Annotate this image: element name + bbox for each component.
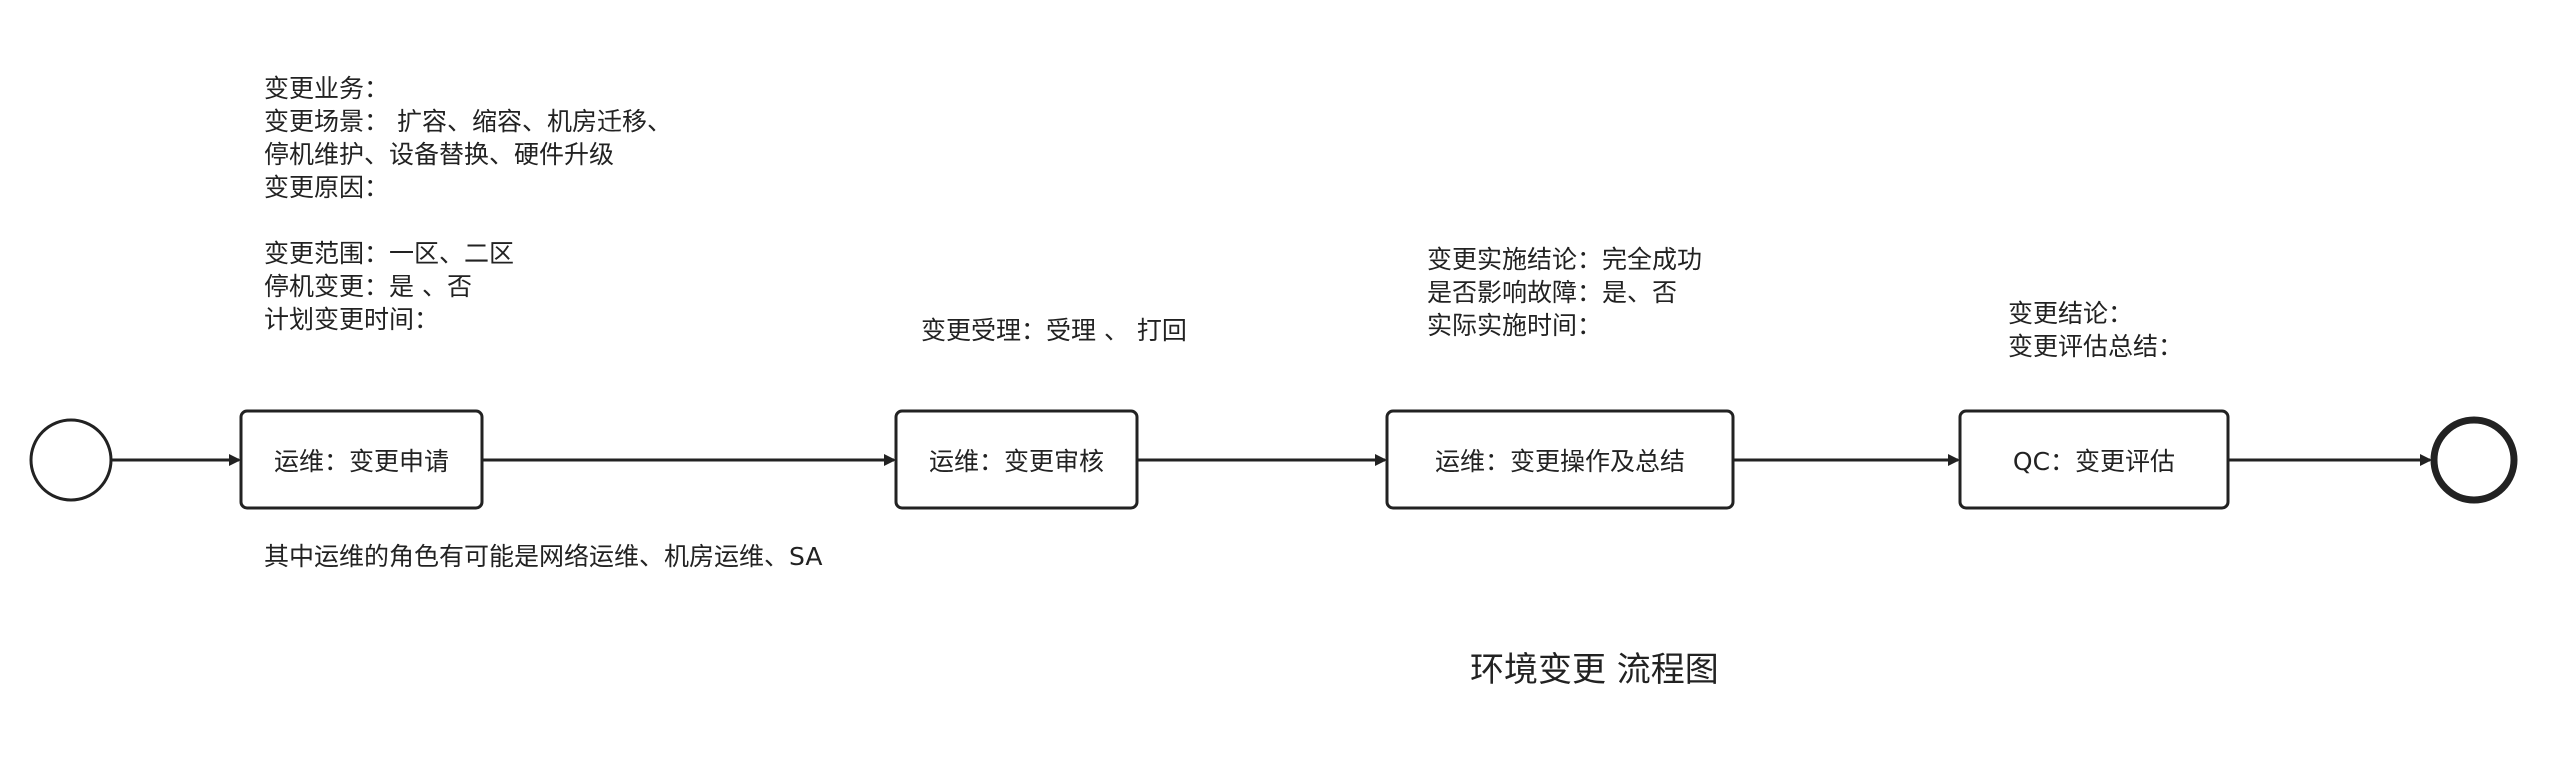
node-review-label[interactable]: 运维：变更审核 [928, 446, 1104, 476]
evaluate-details-note: 变更结论： 变更评估总结： [2008, 297, 2183, 363]
start-event[interactable] [29, 418, 113, 502]
note-line-blank [264, 204, 672, 237]
operate-details-note: 变更实施结论：完全成功 是否影响故障：是、否 实际实施时间： [1427, 243, 1702, 342]
note-line-scenario-cont: 停机维护、设备替换、硬件升级 [264, 140, 615, 169]
end-event[interactable] [2430, 416, 2518, 504]
node-apply-label[interactable]: 运维：变更申请 [273, 446, 449, 476]
note-line-planned-time: 计划变更时间： [264, 305, 440, 334]
ops-roles-note: 其中运维的角色有可能是网络运维、机房运维、SA [264, 542, 823, 571]
note-line-business: 变更业务： [264, 74, 390, 103]
node-operate-label[interactable]: 运维：变更操作及总结 [1434, 446, 1685, 476]
diagram-title: 环境变更 流程图 [1470, 650, 1719, 690]
note-line-summary: 变更评估总结： [2008, 332, 2184, 361]
note-line-scenario: 变更场景： 扩容、缩容、机房迁移、 [264, 107, 672, 136]
note-line-fault-impact: 是否影响故障：是、否 [1427, 278, 1678, 307]
apply-details-note: 变更业务： 变更场景： 扩容、缩容、机房迁移、 停机维护、设备替换、硬件升级 变… [264, 72, 672, 336]
note-line-conclusion: 变更结论： [2008, 299, 2134, 328]
note-line-downtime: 停机变更：是 、否 [264, 272, 472, 301]
note-line-result: 变更实施结论：完全成功 [1427, 245, 1703, 274]
note-line-scope: 变更范围：一区、二区 [264, 239, 515, 268]
note-line-reason: 变更原因： [264, 173, 390, 202]
review-acceptance-note: 变更受理：受理 、 打回 [921, 316, 1187, 345]
node-evaluate-label[interactable]: QC：变更评估 [2012, 446, 2176, 476]
note-line-actual-time: 实际实施时间： [1427, 311, 1603, 340]
